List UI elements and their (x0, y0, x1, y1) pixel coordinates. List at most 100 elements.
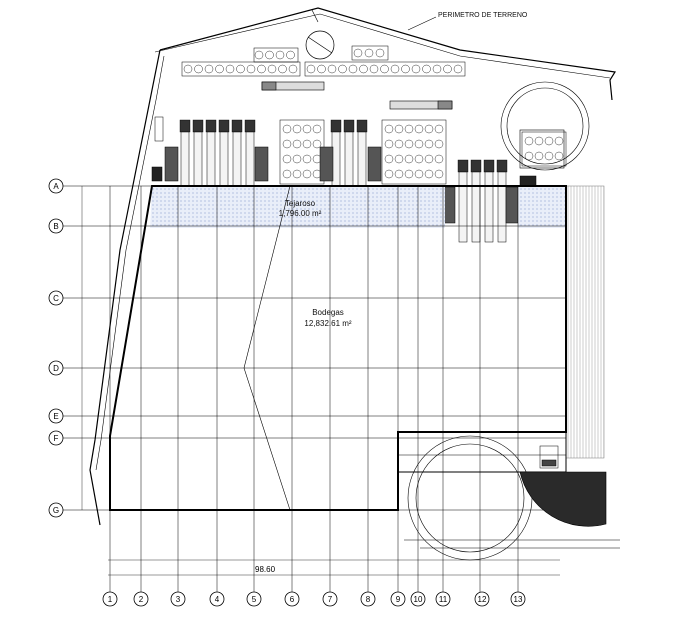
rack-item (282, 124, 292, 134)
equipment-symbol (411, 64, 421, 74)
rack-item (302, 169, 312, 179)
rack-item (434, 124, 444, 134)
svg-text:1,796.00 m²: 1,796.00 m² (279, 209, 322, 218)
truck-cab (179, 119, 191, 133)
row-bubble: C (48, 290, 64, 306)
small-booth (539, 445, 559, 469)
equipment-symbol (353, 48, 363, 58)
diagonal-reference-line (243, 185, 291, 511)
truck-cab (218, 119, 230, 133)
rack-item (414, 124, 424, 134)
row-bubble-label: F (54, 434, 59, 443)
rack-item (282, 139, 292, 149)
rack-item (534, 151, 544, 161)
warehouse-outline (109, 185, 567, 511)
equipment-symbol (225, 64, 235, 74)
column-bubble: 4 (209, 591, 225, 607)
column-bubble: 12 (474, 591, 490, 607)
rack-item (384, 154, 394, 164)
truck-cab (205, 119, 217, 133)
equipment-symbol (257, 64, 266, 74)
row-bubble-label: A (53, 182, 59, 191)
storage-racks (279, 119, 567, 185)
rack-item (424, 124, 434, 134)
rack-item (384, 124, 394, 134)
equipment-symbol (380, 64, 389, 74)
row-bubble: G (48, 502, 64, 518)
column-bubble-label: 6 (290, 595, 295, 604)
rack-item (282, 154, 292, 164)
truck-cab (483, 159, 495, 173)
row-bubble: E (48, 408, 64, 424)
truck-bays (154, 116, 508, 243)
rack-item (292, 124, 302, 134)
equipment-symbol (422, 64, 431, 74)
round-enclosure-top-right (500, 81, 590, 171)
column-bubble: 2 (133, 591, 149, 607)
equipment-symbol (338, 64, 347, 74)
equipment-symbol (443, 64, 452, 74)
side-strip-right (565, 185, 605, 459)
equipment-symbol (359, 64, 368, 74)
rack-item (302, 124, 312, 134)
row-bubble: F (48, 430, 64, 446)
column-bubble: 9 (390, 591, 406, 607)
column-bubble-label: 8 (366, 595, 371, 604)
equipment-symbol (401, 64, 410, 74)
rack-item (424, 139, 434, 149)
rack-item (554, 151, 564, 161)
truck-cab (470, 159, 482, 173)
equipment-symbol (275, 50, 285, 60)
equipment-symbol (194, 64, 203, 74)
column-bubble-label: 13 (514, 595, 523, 604)
warehouse-label: Bodegas 12,832.61 m² (304, 308, 351, 328)
column-bubble-label: 2 (139, 595, 144, 604)
equipment-symbol (286, 50, 295, 60)
rack-item (292, 154, 302, 164)
column-bubble: 6 (284, 591, 300, 607)
vehicles (261, 81, 453, 110)
truck-cab (496, 159, 508, 173)
rack-item (292, 139, 302, 149)
perimeter-label: PERIMETRO DE TERRENO (407, 12, 528, 31)
row-bubble: B (48, 218, 64, 234)
rack-item (312, 139, 322, 149)
rack-frame (279, 119, 325, 185)
rack-item (302, 154, 312, 164)
equipment-symbol (432, 64, 442, 74)
equipment-symbol (236, 64, 245, 74)
column-bubble: 13 (510, 591, 526, 607)
equipment-symbol (254, 50, 264, 60)
rack-item (554, 136, 564, 146)
rack-item (524, 151, 534, 161)
svg-text:12,832.61 m²: 12,832.61 m² (304, 319, 351, 328)
rack-item (292, 169, 302, 179)
rack-item (524, 136, 534, 146)
equipment-symbol (364, 48, 374, 58)
equipment-symbol (306, 64, 316, 74)
equipment-symbol (267, 64, 277, 74)
truck-cab (356, 119, 368, 133)
svg-text:PERIMETRO DE TERRENO: PERIMETRO DE TERRENO (438, 12, 528, 19)
triangle-marker (311, 9, 319, 23)
rack-item (404, 139, 414, 149)
rack-item (394, 169, 404, 179)
truck-cab (244, 119, 256, 133)
equipment-symbol (288, 64, 298, 74)
svg-text:Tejaroso: Tejaroso (285, 199, 316, 208)
rack-item (404, 154, 414, 164)
dock-gate (154, 116, 164, 142)
equipment-symbol (390, 64, 400, 74)
rack-item (394, 124, 404, 134)
rack-item (424, 169, 434, 179)
round-structure-top (305, 30, 335, 60)
truck-trailer (471, 171, 481, 243)
rack-item (414, 139, 424, 149)
truck-cab (192, 119, 204, 133)
row-bubble: D (48, 360, 64, 376)
column-bubble: 10 (410, 591, 426, 607)
truck-trailer (484, 171, 494, 243)
rack-item (434, 139, 444, 149)
